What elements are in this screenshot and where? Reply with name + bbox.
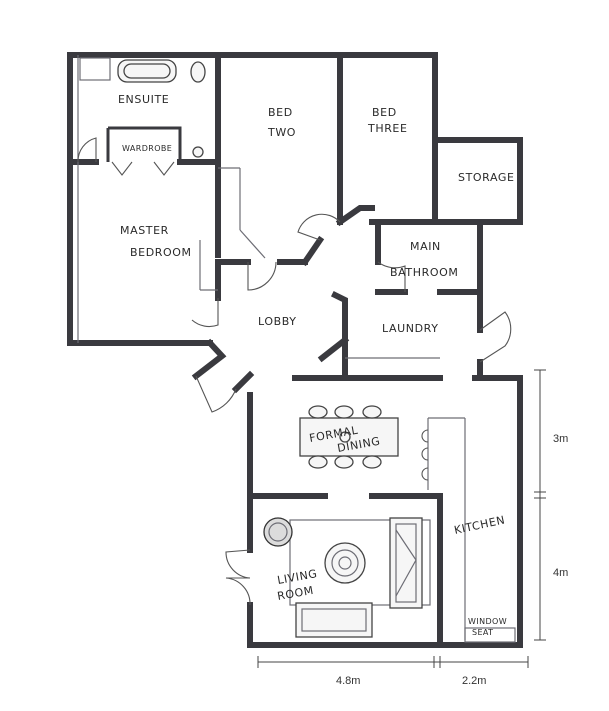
- dimension-labels: 4.8m 2.2m 3m 4m: [336, 433, 568, 687]
- label-bed-two-1: BED: [268, 106, 293, 119]
- dining-chair: [308, 405, 328, 419]
- label-living-room-2: ROOM: [276, 584, 315, 603]
- doors: [77, 137, 512, 606]
- label-bed-three-2: THREE: [367, 122, 408, 135]
- label-laundry: LAUNDRY: [382, 322, 439, 335]
- label-wardrobe: WARDROBE: [122, 144, 172, 153]
- label-storage: STORAGE: [458, 171, 515, 184]
- dim-bottom-left: 4.8m: [336, 675, 360, 687]
- label-master-bedroom-1: MASTER: [120, 224, 169, 237]
- room-labels: ENSUITE WARDROBE MASTER BEDROOM BED TWO …: [118, 93, 515, 637]
- toilet-icon: [190, 61, 206, 83]
- label-ensuite: ENSUITE: [118, 93, 169, 106]
- interior-lines: [77, 55, 466, 640]
- label-main-bathroom-2: BATHROOM: [390, 266, 458, 279]
- label-window-seat-2: SEAT: [472, 628, 493, 637]
- ensuite-fixtures: [79, 57, 206, 158]
- dining-furniture: [299, 405, 399, 469]
- label-bed-two-2: TWO: [267, 126, 296, 139]
- walls: [67, 52, 523, 648]
- dim-bottom-right: 2.2m: [462, 675, 486, 687]
- coffee-table: [324, 542, 366, 584]
- label-lobby: LOBBY: [258, 315, 297, 328]
- dining-chair: [334, 455, 354, 469]
- label-bed-three-1: BED: [372, 106, 397, 119]
- dim-right-top: 3m: [553, 433, 568, 445]
- label-master-bedroom-2: BEDROOM: [130, 246, 192, 259]
- basin-icon: [192, 146, 204, 158]
- label-window-seat-1: WINDOW: [468, 617, 507, 626]
- dining-chair: [308, 455, 328, 469]
- dimension-lines: [257, 369, 546, 668]
- centerpiece-icon: [339, 431, 351, 443]
- kitchen-fixtures: [421, 418, 516, 643]
- dining-chair: [334, 405, 354, 419]
- sofa-icon: [389, 517, 423, 609]
- label-main-bathroom-1: MAIN: [410, 240, 441, 253]
- dim-right-bottom: 4m: [553, 567, 568, 579]
- sofa-icon: [295, 602, 373, 638]
- dining-chair: [362, 405, 382, 419]
- living-furniture: [263, 517, 431, 638]
- dining-chair: [362, 455, 382, 469]
- label-kitchen: KITCHEN: [453, 513, 506, 537]
- armchair-icon: [263, 517, 293, 547]
